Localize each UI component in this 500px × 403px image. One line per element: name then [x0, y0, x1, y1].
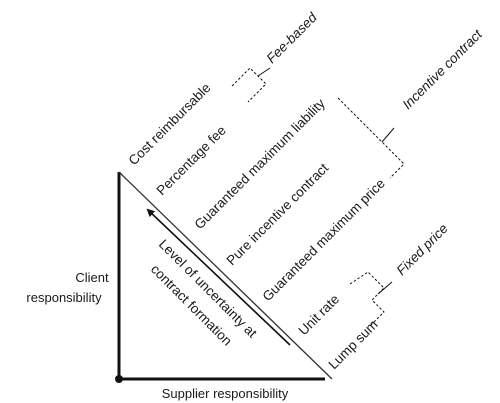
label-guaranteed-maximum-liability: Guaranteed maximum liability: [192, 96, 329, 233]
group-fixed-price: Fixed price: [394, 221, 451, 278]
incentive-contract-bracket: [337, 97, 405, 179]
label-guaranteed-maximum-price: Guaranteed maximum price: [260, 176, 388, 304]
client-responsibility-label-line1: Client: [75, 270, 109, 285]
fee-based-connector: [257, 67, 271, 77]
group-incentive-contract: Incentive contract: [400, 26, 486, 112]
fee-based-bracket: [231, 67, 267, 103]
uncertainty-arrow: [146, 208, 291, 346]
fixed-price-bracket: [349, 271, 385, 327]
diagonal-line: [118, 171, 333, 380]
incentive-contract-connector: [381, 127, 395, 143]
origin-dot: [115, 375, 123, 383]
client-responsibility-label-line2: responsibility: [26, 290, 102, 305]
label-lump-sum: Lump sum: [326, 317, 381, 372]
fixed-price-connector: [377, 281, 393, 295]
supplier-responsibility-label: Supplier responsibility: [162, 386, 289, 401]
label-unit-rate: Unit rate: [296, 291, 343, 338]
group-fee-based: Fee-based: [264, 10, 321, 67]
